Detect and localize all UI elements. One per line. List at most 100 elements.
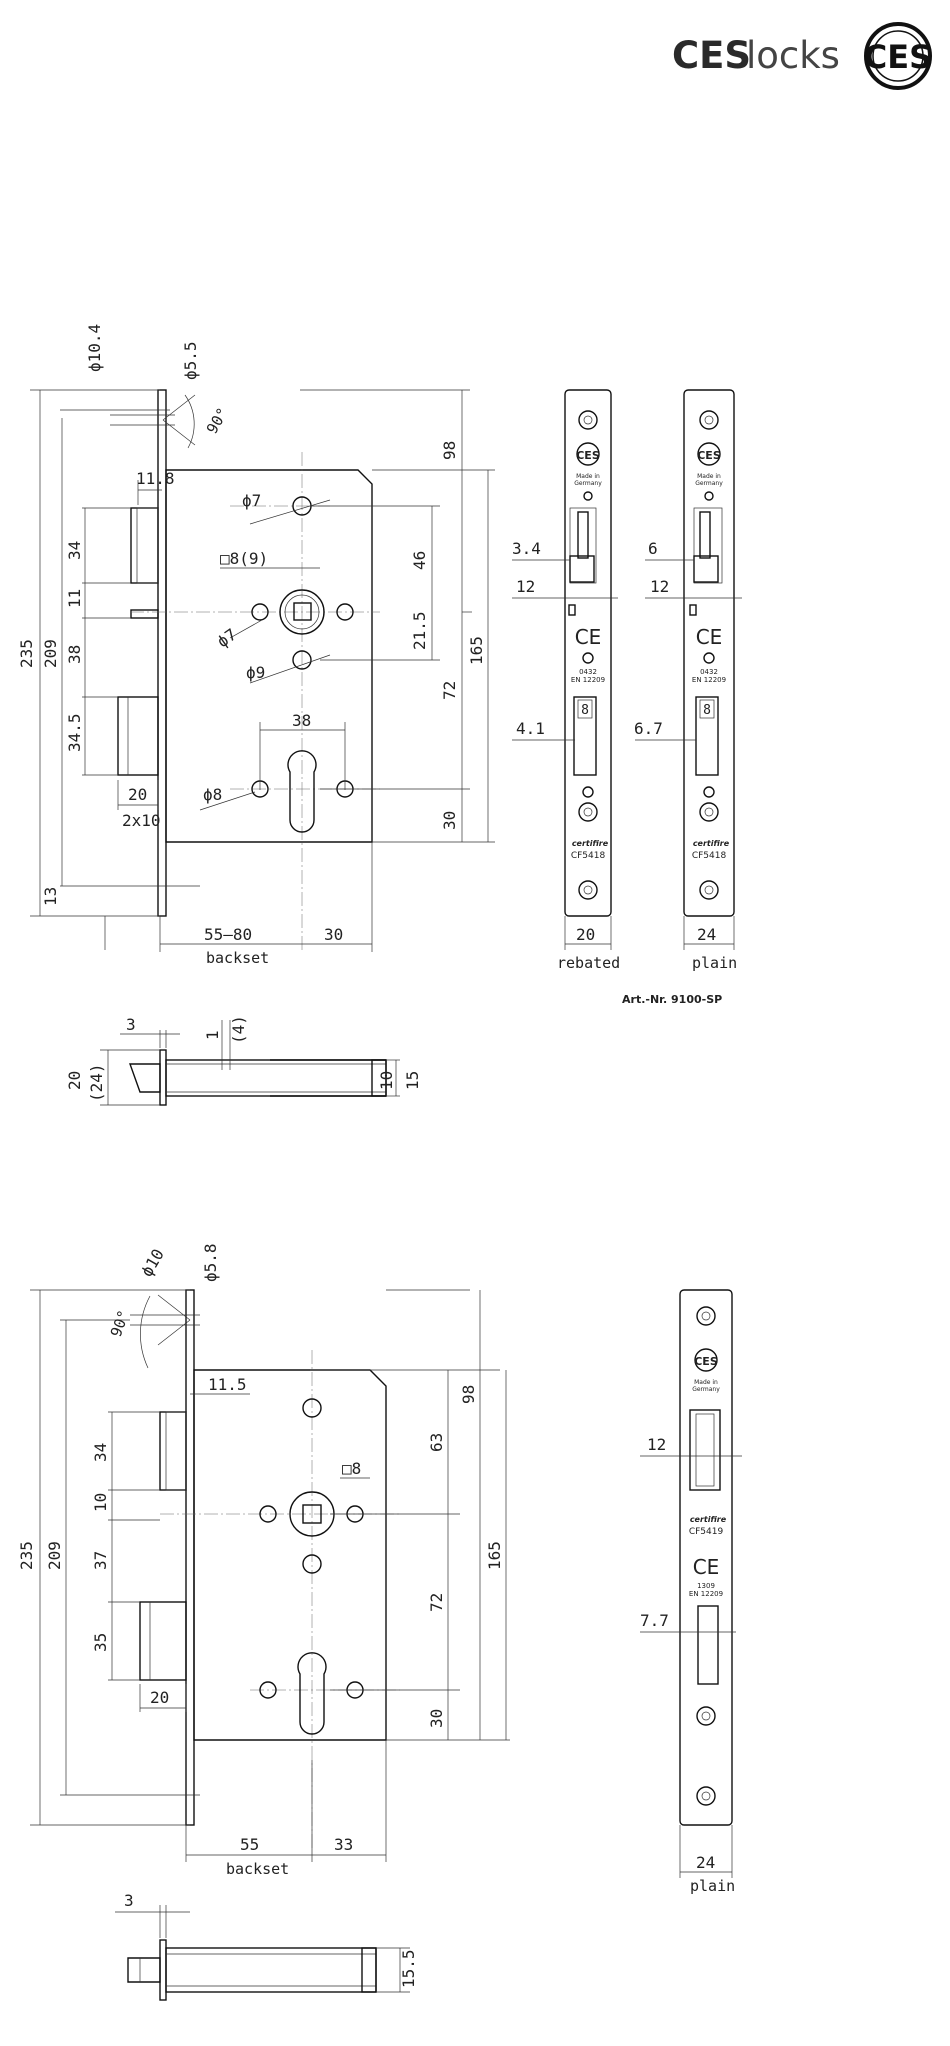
fixing-hole-middle [292, 650, 312, 670]
backset-label-2: backset [226, 1860, 289, 1878]
side2-dim-3: 3 [124, 1891, 134, 1910]
article-number: Art.-Nr. 9100-SP [622, 993, 722, 1006]
strike-plain-code: CF5418 [692, 851, 727, 861]
auxiliary-latch [130, 609, 159, 619]
fixing-hole-left [251, 603, 269, 621]
follower-square [293, 602, 312, 621]
drawing2-front-view: ϕ10 ϕ5.8 90° 11.5 □8 235 209 34 10 37 35… [17, 1243, 510, 1878]
strike2-ce-mark: CE [693, 1555, 720, 1579]
backset-label: backset [206, 949, 269, 967]
dim-gap: 11 [65, 589, 84, 608]
strike2-latch-hole [689, 1409, 721, 1491]
strike-plain-brand: certifire [693, 839, 730, 848]
dim2-98: 98 [459, 1385, 478, 1404]
strike2-dim-7-7: 7.7 [640, 1611, 669, 1630]
strike2-bolt-hole [697, 1605, 719, 1685]
strike-plate-plain: CES Made in Germany CE 0432 EN 12209 8 c… [634, 389, 742, 972]
side1-dim-4: (4) [229, 1015, 248, 1044]
side1-latch [129, 1063, 161, 1093]
latch-bolt [130, 507, 159, 584]
strike-plain-width: 24 [697, 925, 716, 944]
dim-bolt-throw: 2x10 [122, 811, 161, 830]
dim-follower: □8(9) [220, 549, 268, 568]
strike2-outline [679, 1289, 733, 1826]
strike-rebated-dim-c: 4.1 [516, 719, 545, 738]
brand-name-light: locks [746, 34, 840, 77]
dim-cylinder-span: 38 [292, 711, 311, 730]
dead-bolt-2 [139, 1601, 187, 1681]
strike-plain-ces-seal-icon [697, 442, 721, 466]
side2-case [165, 1947, 377, 1993]
strike-plain-seal-text: CES [697, 449, 721, 462]
latch-bolt-2 [159, 1411, 187, 1491]
strike-plain-dim-b: 12 [650, 577, 669, 596]
dim-latch-height: 34 [65, 541, 84, 560]
dim2-63: 63 [427, 1433, 446, 1452]
dim2-33: 33 [334, 1835, 353, 1854]
dim-165: 165 [467, 636, 486, 665]
dim-hole-low: ϕ9 [246, 663, 265, 682]
dim2-angle: 90° [107, 1308, 133, 1340]
dim2-follower: □8 [342, 1459, 361, 1478]
fixing-hole-top-2 [302, 1398, 322, 1418]
strike-rebated-outline [564, 389, 612, 917]
dim-height-235: 235 [17, 639, 36, 668]
dim-top-hole: ϕ10.4 [85, 324, 104, 372]
dim2-latch-offset: 11.5 [208, 1375, 247, 1394]
strike2-brand: certifire [690, 1515, 727, 1524]
strike-rebated-label: rebated [557, 954, 620, 972]
strike2-germany: Germany [692, 1386, 720, 1393]
fixing-hole-middle-2 [302, 1554, 322, 1574]
dim-fix-left: ϕ7 [213, 625, 240, 652]
strike-plain-dim-a: 6 [648, 539, 658, 558]
dim-bolt-width: 20 [128, 785, 147, 804]
strike-rebated-germany: Germany [574, 480, 602, 487]
strike2-made-in: Made in [694, 1379, 718, 1386]
dim2-height-235: 235 [17, 1541, 36, 1570]
dim-46: 46 [410, 551, 429, 570]
side2-latch [127, 1957, 161, 1983]
dim-backset: 55–80 [204, 925, 252, 944]
lock-case [165, 469, 373, 843]
strike-plain-label: plain [692, 954, 737, 972]
strike-rebated-bolt-hole [573, 696, 597, 776]
dim-angle: 90° [203, 405, 232, 437]
dim-cylinder-hole: ϕ8 [203, 785, 222, 804]
strike-plain-outline [683, 389, 735, 917]
dim-30-bottom: 30 [324, 925, 343, 944]
strike-rebated-norm: EN 12209 [571, 676, 605, 684]
drawing2-side-view: 3 15.5 [115, 1891, 418, 2001]
strike2-ces-seal-icon [694, 1348, 718, 1372]
side1-dim-3: 3 [126, 1015, 136, 1034]
side1-dim-10: 10 [377, 1071, 396, 1090]
side1-dim-15: 15 [403, 1071, 422, 1090]
strike-rebated-cert: 0432 [579, 668, 597, 676]
strike2-label: plain [690, 1877, 735, 1895]
dim2-top-hole: ϕ10 [137, 1245, 168, 1280]
dim2-distance-37: 37 [91, 1551, 110, 1570]
strike-plate-2: CES Made in Germany 12 certifire CF5419 … [640, 1289, 742, 1895]
dim-height-209: 209 [41, 639, 60, 668]
strike2-dim-12: 12 [647, 1435, 666, 1454]
dim2-165: 165 [485, 1541, 504, 1570]
cylinder-cutout-2 [297, 1652, 327, 1735]
strike-plain-dim-c: 6.7 [634, 719, 663, 738]
strike-rebated-square: 8 [581, 703, 589, 718]
brand-name-bold: CES [672, 34, 751, 77]
strike-plain-cert: 0432 [700, 668, 718, 676]
side1-forend [159, 1049, 167, 1106]
strike-plate-rebated: CES Made in Germany CE 0432 EN 12209 8 c… [512, 389, 620, 972]
strike-plain-made-in: Made in [697, 473, 721, 480]
strike-rebated-width: 20 [576, 925, 595, 944]
follower-square-2 [302, 1504, 322, 1524]
dim-countersink: ϕ5.5 [181, 341, 200, 380]
dim2-backset: 55 [240, 1835, 259, 1854]
forend-plate-2 [185, 1289, 195, 1826]
drawing1-side-view: 3 1 (4) 20 (24) 10 15 [65, 1015, 422, 1106]
strike-plain-bolt-hole [695, 696, 719, 776]
ces-seal-icon: CES [864, 22, 932, 90]
strike-rebated-dim-b: 12 [516, 577, 535, 596]
strike-rebated-made-in: Made in [576, 473, 600, 480]
lock-case-2 [193, 1369, 387, 1741]
